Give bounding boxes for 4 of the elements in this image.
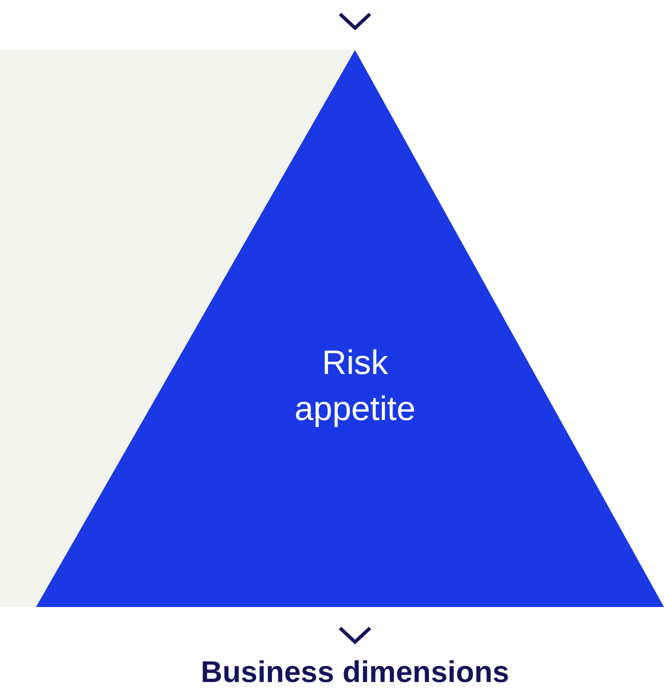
chevron-arrow <box>338 626 372 644</box>
chevron-arrow <box>338 12 372 30</box>
caption-text: Business dimensions <box>155 655 555 690</box>
triangle-label: Risk appetite <box>294 343 416 430</box>
